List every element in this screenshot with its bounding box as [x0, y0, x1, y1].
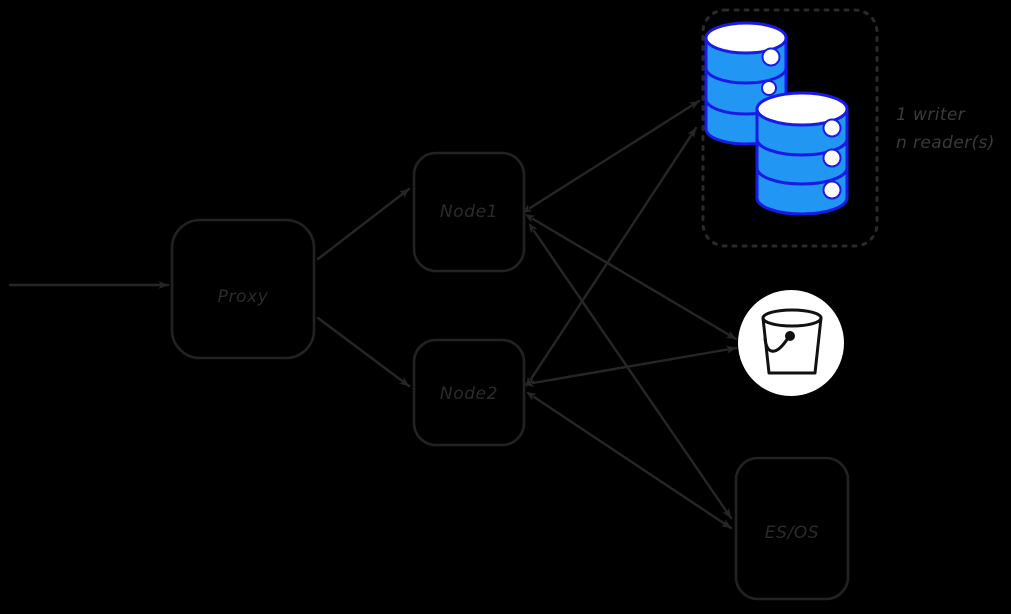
database-group[interactable] [701, 8, 879, 248]
database-cylinder-secondary [755, 91, 849, 216]
edge-node2-esos [526, 391, 733, 530]
database-indicator-dot [822, 118, 842, 138]
node-node2-label: Node2 [440, 384, 498, 404]
node-proxy-label: Proxy [218, 287, 269, 307]
database-indicator-dot [822, 148, 842, 168]
annotation-line-2: n reader(s) [896, 133, 995, 153]
node-esos[interactable]: ES/OS [734, 456, 850, 601]
bucket-handle-knob [785, 331, 795, 341]
edge-proxy-to-node1 [316, 187, 411, 261]
database-group-border [701, 8, 879, 248]
edge-proxy-to-node2 [316, 316, 411, 388]
bucket-icon[interactable] [738, 290, 844, 396]
node-node1[interactable]: Node1 [412, 151, 526, 273]
bucket-rim [761, 308, 823, 328]
annotation-line-1: 1 writer [896, 105, 966, 125]
edge-node1-esos [528, 223, 733, 520]
database-indicator-dot [822, 180, 842, 200]
database-indicator-dot [761, 47, 781, 67]
bucket-icon-background [738, 290, 844, 396]
node-proxy[interactable]: Proxy [170, 218, 316, 360]
node-esos-label: ES/OS [765, 523, 819, 543]
node-node2[interactable]: Node2 [412, 338, 526, 447]
edge-node1-database [521, 99, 701, 214]
database-indicator-dot [761, 80, 777, 96]
edge-node2-database [525, 126, 698, 387]
node-node1-label: Node1 [440, 202, 498, 222]
bucket-handle [763, 336, 790, 353]
annotation-writer-reader: 1 writer n reader(s) [896, 105, 995, 153]
